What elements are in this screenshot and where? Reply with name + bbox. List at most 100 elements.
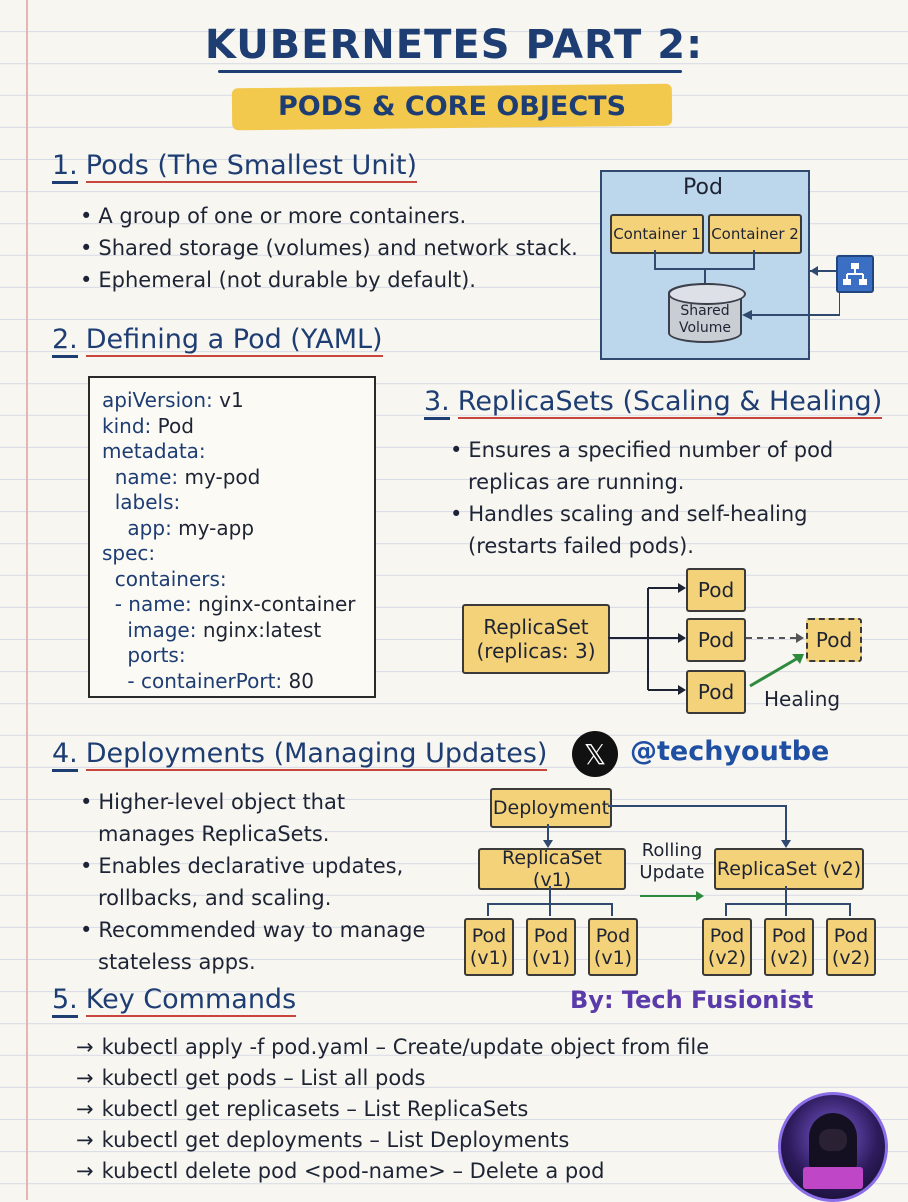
volume-network-arrow [744, 291, 840, 316]
section-4-number: 4. [52, 738, 78, 772]
section-2-number: 2. [52, 324, 78, 358]
yaml-line: - containerPort: 80 [102, 669, 314, 693]
replicaset-v1-box: ReplicaSet (v1) [478, 847, 626, 891]
command-item: kubectl get replicasets – List ReplicaSe… [76, 1094, 709, 1125]
yaml-key: - containerPort: [102, 668, 283, 693]
yaml-key: kind: [102, 413, 152, 438]
rolling-label-line: Rolling [641, 840, 703, 861]
commands-list: kubectl apply -f pod.yaml – Create/updat… [76, 1032, 710, 1187]
pod-connector [704, 268, 706, 284]
yaml-key: ports: [102, 643, 186, 667]
replica-pod-box: Pod [686, 568, 746, 612]
network-tree-icon [843, 263, 867, 285]
arrow-head [796, 633, 804, 643]
bullet-item: Enables declarative updates, rollbacks, … [78, 850, 438, 914]
yaml-line: apiVersion: v1 [102, 388, 244, 412]
section-5-number: 5. [52, 984, 78, 1018]
container-1-box: Container 1 [610, 214, 704, 254]
arrow-head [810, 266, 818, 276]
arrow-head [742, 310, 752, 320]
yaml-value: 80 [282, 668, 314, 693]
command-item: kubectl get deployments – List Deploymen… [76, 1125, 709, 1156]
yaml-key: spec: [102, 541, 156, 565]
pod-label: Pod [533, 925, 569, 947]
pod-v2-box: Pod(v2) [826, 918, 876, 976]
bullet-item: Recommended way to manage stateless apps… [78, 914, 438, 978]
yaml-line: image: nginx:latest [102, 618, 321, 642]
yaml-code-box [88, 376, 376, 698]
yaml-key: image: [102, 617, 197, 642]
pod-version-label: (v2) [769, 947, 809, 969]
section-1-title: Pods (The Smallest Unit) [85, 150, 418, 183]
yaml-line: spec: [102, 541, 155, 565]
yaml-line: name: my-pod [102, 464, 261, 489]
pod-version-label: (v1) [531, 947, 571, 969]
failed-pod-box: Pod [806, 618, 862, 662]
replicaset-label: ReplicaSet [483, 615, 589, 639]
x-logo-icon: 𝕏 [572, 731, 618, 777]
command-item: kubectl apply -f pod.yaml – Create/updat… [76, 1032, 710, 1063]
notebook-margin-line [26, 0, 28, 1200]
section-5-title: Key Commands [85, 984, 297, 1017]
yaml-line: - name: nginx-container [102, 592, 356, 616]
title-underline [218, 70, 682, 73]
command-item: kubectl delete pod <pod-name> – Delete a… [76, 1156, 709, 1187]
replicaset-replicas-label: (replicas: 3) [476, 639, 596, 663]
yaml-value: my-pod [178, 464, 261, 489]
section-3-heading: 3.ReplicaSets (Scaling & Healing) [424, 386, 883, 420]
yaml-key: apiVersion: [102, 388, 213, 412]
section-3-title: ReplicaSets (Scaling & Healing) [457, 386, 883, 419]
section-1-number: 1. [52, 150, 78, 184]
pod-v1-box: Pod(v1) [588, 918, 638, 976]
bullet-item: Ephemeral (not durable by default). [78, 264, 588, 296]
section-2-title: Defining a Pod (YAML) [85, 324, 383, 357]
yaml-value: nginx:latest [196, 617, 322, 642]
yaml-line: app: my-app [102, 516, 254, 540]
section-1-bullets: A group of one or more containers. Share… [78, 200, 588, 296]
yaml-key: - name: [102, 592, 192, 616]
arrow-head [792, 654, 804, 664]
container-2-box: Container 2 [708, 214, 802, 254]
yaml-line: containers: [102, 567, 227, 591]
yaml-line: kind: Pod [102, 414, 194, 438]
yaml-value: Pod [151, 413, 194, 438]
section-1-heading: 1.Pods (The Smallest Unit) [52, 150, 418, 184]
section-4-title: Deployments (Managing Updates) [85, 738, 548, 771]
bullet-item: A group of one or more containers. [78, 200, 588, 232]
pod-connector [753, 250, 755, 270]
healing-arrow [749, 656, 799, 688]
pod-label: Pod [595, 925, 631, 947]
pod-diagram-label: Pod [683, 175, 723, 200]
section-2-heading: 2.Defining a Pod (YAML) [52, 324, 383, 358]
replicaset-v2-box: ReplicaSet (v2) [714, 848, 864, 890]
pod-label: Pod [833, 925, 869, 947]
social-handle: @techyoutbe [630, 736, 830, 767]
bullet-item: Handles scaling and self-healing (restar… [448, 498, 848, 562]
pod-v1-box: Pod(v1) [464, 918, 514, 976]
replica-pod-box: Pod [686, 670, 746, 714]
author-avatar [778, 1092, 888, 1202]
network-arrows [742, 266, 840, 320]
healing-label: Healing [764, 687, 841, 711]
pod-v2-box: Pod(v2) [764, 918, 814, 976]
pod-v1-box: Pod(v1) [526, 918, 576, 976]
page-subtitle: PODS & CORE OBJECTS [277, 91, 627, 122]
yaml-line: ports: [102, 643, 186, 667]
rolling-label-line: Update [639, 862, 705, 883]
yaml-key: name: [102, 464, 179, 489]
bullet-item: Shared storage (volumes) and network sta… [78, 232, 588, 264]
deployment-arrows [487, 805, 851, 916]
author-byline: By: Tech Fusionist [570, 986, 814, 1014]
pod-version-label: (v2) [831, 947, 871, 969]
yaml-value: my-app [171, 515, 255, 540]
replica-pod-box: Pod [686, 618, 746, 662]
replicaset-arrows [608, 583, 804, 695]
volume-label-line: Volume [678, 320, 732, 336]
yaml-key: app: [102, 515, 172, 540]
section-4-heading: 4.Deployments (Managing Updates) [52, 738, 548, 772]
replicaset-box: ReplicaSet(replicas: 3) [462, 604, 610, 674]
yaml-line: labels: [102, 490, 181, 514]
laptop-shape [803, 1167, 863, 1189]
